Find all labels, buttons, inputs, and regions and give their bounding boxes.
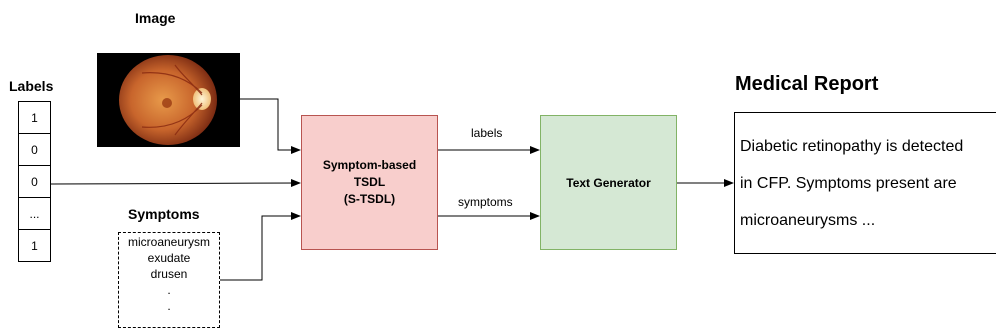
- tsdl-line: Symptom-based: [322, 158, 417, 172]
- report-title: Medical Report: [735, 73, 879, 95]
- label-cell: 1: [18, 101, 51, 133]
- arrow-labels-to-tsdl: [50, 179, 301, 188]
- labels-title: Labels: [9, 78, 54, 94]
- label-cell: 0: [18, 133, 51, 165]
- symptom-item: drusen: [150, 267, 188, 281]
- tsdl-module: Symptom-based TSDL (S-TSDL): [301, 115, 438, 250]
- edge-label-labels: labels: [471, 126, 503, 140]
- arrow-symptoms-to-tsdl: [220, 212, 301, 281]
- report-line: microaneurysms ...: [740, 212, 876, 229]
- generator-label: Text Generator: [566, 175, 651, 190]
- fundus-image: [97, 53, 240, 147]
- labels-vector: 1 0 0 ... 1: [18, 101, 51, 262]
- report-box: Diabetic retinopathy is detected in CFP.…: [734, 112, 996, 254]
- symptoms-list: microaneurysm exudate drusen . .: [118, 232, 220, 328]
- tsdl-line: TSDL: [353, 175, 386, 189]
- report-line: Diabetic retinopathy is detected: [740, 138, 964, 155]
- report-line: in CFP. Symptoms present are: [740, 175, 957, 192]
- tsdl-line: (S-TSDL): [343, 192, 396, 206]
- symptom-item: exudate: [147, 251, 191, 265]
- label-cell: ...: [18, 197, 51, 229]
- image-title: Image: [135, 10, 176, 26]
- symptoms-title: Symptoms: [128, 206, 200, 222]
- label-cell: 0: [18, 165, 51, 197]
- text-generator-module: Text Generator: [540, 115, 677, 250]
- edge-label-symptoms: symptoms: [458, 195, 513, 209]
- arrow-image-to-tsdl: [240, 98, 301, 154]
- retina-graphic: [119, 55, 217, 145]
- symptom-item: microaneurysm: [127, 235, 211, 249]
- label-cell: 1: [18, 229, 51, 262]
- symptom-item: .: [167, 299, 171, 313]
- symptom-item: .: [167, 283, 171, 297]
